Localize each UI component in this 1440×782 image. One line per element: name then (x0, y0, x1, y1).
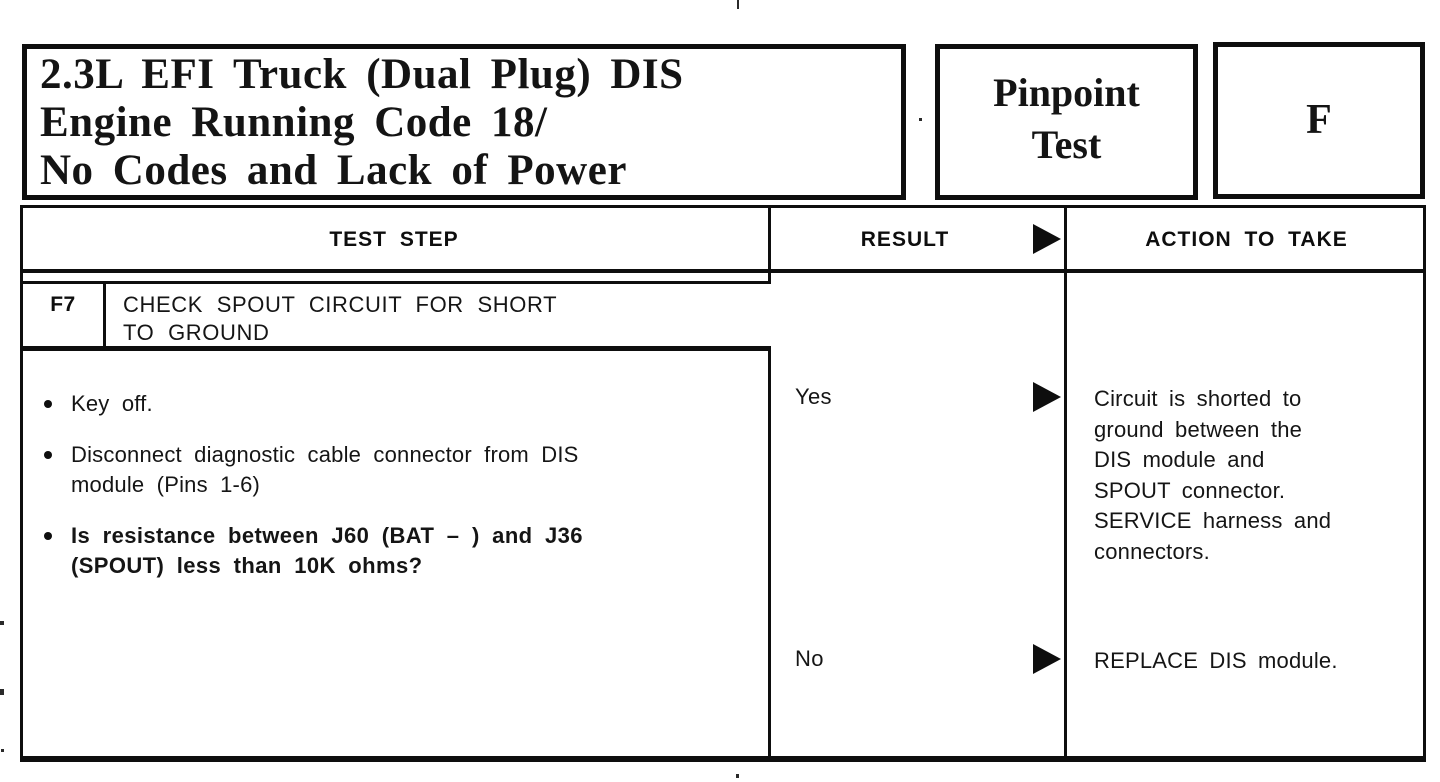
result-arrow-icon (1033, 644, 1061, 674)
column-header-result: RESULT (860, 228, 950, 251)
scan-artifact (736, 774, 739, 778)
test-step-instructions: Key off. Disconnect diagnostic cable con… (44, 389, 744, 602)
action-for-no: REPLACE DIS module. (1094, 648, 1338, 673)
header-divider (20, 269, 1426, 273)
bullet-icon (44, 400, 52, 408)
instruction-text: Key off. (71, 391, 153, 416)
result-yes-label: Yes (795, 384, 832, 409)
result-arrow-icon (1033, 382, 1061, 412)
step-id: F7 (23, 284, 106, 346)
result-no-label: No (795, 646, 824, 671)
test-letter: F (1306, 97, 1332, 143)
scan-artifact (737, 0, 739, 9)
bullet-icon (44, 532, 52, 540)
scan-artifact (1, 749, 4, 752)
column-divider (768, 205, 771, 762)
test-letter-box: F (1213, 42, 1425, 199)
instruction-question-text: Is resistance between J60 (BAT – ) and J… (71, 523, 583, 578)
scan-artifact (919, 118, 922, 121)
list-item: Is resistance between J60 (BAT – ) and J… (44, 521, 744, 581)
result-arrow-icon (1033, 224, 1061, 254)
scan-artifact (0, 621, 4, 625)
instruction-text: Disconnect diagnostic cable connector fr… (71, 442, 579, 497)
column-header-action-to-take: ACTION TO TAKE (1145, 228, 1348, 251)
pinpoint-test-table (20, 205, 1426, 762)
list-item: Disconnect diagnostic cable connector fr… (44, 440, 744, 500)
column-header-test-step: TEST STEP (329, 228, 459, 251)
list-item: Key off. (44, 389, 744, 419)
bullet-icon (44, 451, 52, 459)
column-divider (1064, 205, 1067, 762)
scan-artifact (0, 689, 4, 695)
